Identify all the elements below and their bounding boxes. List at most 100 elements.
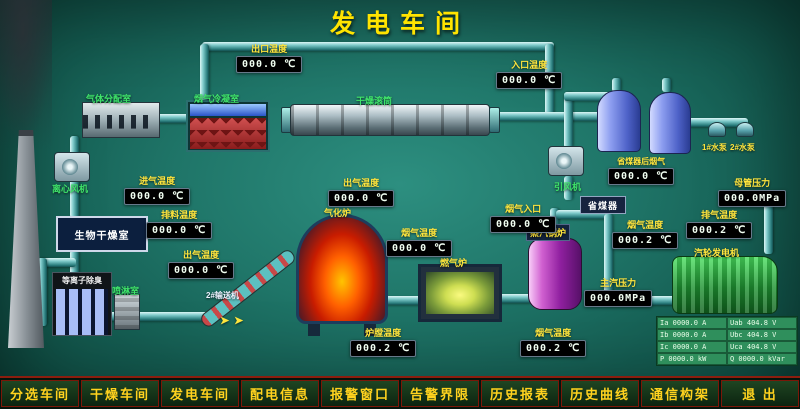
turbine-generator bbox=[672, 256, 778, 314]
gauge-value: 000.0MPa bbox=[718, 190, 787, 207]
drying-drum bbox=[290, 104, 490, 136]
menu-alarm-limits[interactable]: 告警界限 bbox=[401, 380, 479, 407]
centrifugal-fan bbox=[54, 152, 90, 182]
pipe bbox=[612, 78, 621, 92]
pipe bbox=[486, 112, 604, 121]
gauge-outlet-temp: 出口温度 000.0 ℃ bbox=[236, 42, 303, 73]
gauge-label: 出气温度 bbox=[343, 178, 380, 188]
gauge-label: 省煤器后烟气 bbox=[617, 157, 666, 166]
gauge-value: 000.2 ℃ bbox=[686, 222, 753, 239]
gauge-main-steam-pressure: 主汽压力 000.0MPa bbox=[584, 276, 653, 307]
gauge-value: 000.0 ℃ bbox=[236, 56, 303, 73]
pipe bbox=[564, 176, 573, 200]
gauge-boiler-flue-temp: 烟气温度 000.2 ℃ bbox=[520, 326, 587, 357]
gauge-value: 000.0MPa bbox=[584, 290, 653, 307]
bottom-menu-bar: 分选车间 干燥车间 发电车间 配电信息 报警窗口 告警界限 历史报表 历史曲线 … bbox=[0, 376, 800, 409]
gauge-label: 排料温度 bbox=[161, 210, 198, 220]
drum-end-cap bbox=[489, 107, 500, 133]
pipe bbox=[152, 114, 192, 123]
menu-history-curve[interactable]: 历史曲线 bbox=[561, 380, 639, 407]
menu-power-distribution-info[interactable]: 配电信息 bbox=[241, 380, 319, 407]
gauge-label: 出口温度 bbox=[251, 44, 288, 54]
pipe bbox=[564, 92, 610, 101]
pipe bbox=[384, 296, 424, 305]
menu-drying-workshop[interactable]: 干燥车间 bbox=[81, 380, 159, 407]
water-tank-2 bbox=[649, 92, 691, 154]
conveyor-label: 2#输送机 bbox=[206, 291, 239, 300]
bio-drying-room: 生物干燥室 bbox=[56, 216, 148, 252]
page-title: 发电车间 bbox=[329, 10, 470, 38]
gasification-furnace bbox=[296, 214, 388, 324]
water-pump-1 bbox=[708, 122, 726, 137]
water-tank-1 bbox=[597, 90, 641, 152]
pipe bbox=[764, 192, 773, 254]
gauge-value: 000.0 ℃ bbox=[328, 190, 395, 207]
gauge-value: 000.2 ℃ bbox=[612, 232, 679, 249]
condenser-water-jacket bbox=[190, 104, 266, 116]
table-cell: Ia 0000.0 A bbox=[657, 317, 727, 329]
gauge-label: 炉膛温度 bbox=[365, 328, 402, 338]
chimney bbox=[8, 130, 44, 348]
chimney-smoke bbox=[0, 0, 52, 150]
id-fan-label: 引风机 bbox=[554, 182, 582, 192]
pipe bbox=[604, 214, 613, 304]
table-cell: Ubc 404.8 V bbox=[727, 329, 797, 341]
menu-communication[interactable]: 通信构架 bbox=[641, 380, 719, 407]
table-cell: Ib 0000.0 A bbox=[657, 329, 727, 341]
induced-draft-fan bbox=[548, 146, 584, 176]
fan-inlet-icon bbox=[62, 159, 78, 175]
gauge-hearth-temp: 炉膛温度 000.2 ℃ bbox=[350, 326, 417, 357]
drying-drum-label: 干燥滚筒 bbox=[356, 96, 393, 106]
gauge-label: 烟气温度 bbox=[401, 228, 438, 238]
table-cell: Uca 404.8 V bbox=[727, 341, 797, 353]
pipe bbox=[38, 258, 47, 326]
menu-power-workshop[interactable]: 发电车间 bbox=[161, 380, 239, 407]
gauge-value: 000.0 ℃ bbox=[146, 222, 213, 239]
pump-2-label: 2#水泵 bbox=[730, 143, 755, 152]
table-cell: P 0000.0 kW bbox=[657, 353, 727, 365]
plasma-deodorizer-label: 等离子除臭 bbox=[62, 276, 102, 285]
table-cell: Uab 404.8 V bbox=[727, 317, 797, 329]
pipe bbox=[564, 92, 573, 148]
fan-inlet-icon bbox=[556, 153, 572, 169]
table-cell: Q 0000.0 kVar bbox=[727, 353, 797, 365]
spray-room-label: 喷淋室 bbox=[112, 286, 140, 296]
pipe bbox=[38, 258, 76, 267]
gauge-exhaust-temp: 排气温度 000.2 ℃ bbox=[686, 208, 753, 239]
gauge-label: 烟气温度 bbox=[627, 220, 664, 230]
turbine-generator-label: 汽轮发电机 bbox=[694, 248, 740, 258]
pipe bbox=[498, 294, 532, 303]
flow-arrow-icon: ➤ bbox=[234, 315, 244, 327]
gauge-flue-temp-center: 烟气温度 000.0 ℃ bbox=[386, 226, 453, 257]
pipe bbox=[662, 78, 671, 92]
plasma-deodorizer: 等离子除臭 bbox=[52, 272, 112, 336]
gasifier-leg bbox=[308, 324, 320, 336]
condenser-label: 烟气冷凝室 bbox=[194, 94, 240, 104]
furnace-flame bbox=[426, 272, 494, 314]
gauge-outgas-temp-center: 出气温度 000.0 ℃ bbox=[328, 176, 395, 207]
flow-arrow-icon: ➤ bbox=[220, 315, 230, 327]
gauge-flue-inlet-temp: 烟气入口 000.0 ℃ bbox=[490, 202, 557, 233]
gauge-label: 主汽压力 bbox=[600, 278, 637, 288]
gauge-value: 000.0 ℃ bbox=[490, 216, 557, 233]
gauge-label: 进气温度 bbox=[139, 176, 176, 186]
gauge-value: 000.0 ℃ bbox=[496, 72, 563, 89]
menu-exit[interactable]: 退 出 bbox=[721, 380, 799, 407]
gauge-value: 000.2 ℃ bbox=[350, 340, 417, 357]
pipe bbox=[200, 44, 209, 100]
gauge-discharge-temp: 排料温度 000.0 ℃ bbox=[146, 208, 213, 239]
menu-history-report[interactable]: 历史报表 bbox=[481, 380, 559, 407]
gas-furnace bbox=[418, 264, 502, 322]
gauge-value: 000.2 ℃ bbox=[520, 340, 587, 357]
gas-distribution-unit bbox=[82, 102, 160, 138]
menu-sorting-workshop[interactable]: 分选车间 bbox=[1, 380, 79, 407]
table-cell: Ic 0000.0 A bbox=[657, 341, 727, 353]
menu-alarm-window[interactable]: 报警窗口 bbox=[321, 380, 399, 407]
gauge-value: 000.0 ℃ bbox=[608, 168, 675, 185]
centrifugal-fan-label: 离心风机 bbox=[52, 184, 89, 194]
gauge-label: 母管压力 bbox=[734, 178, 771, 188]
gauge-label: 入口温度 bbox=[511, 60, 548, 70]
generator-readings-table: Ia 0000.0 A Uab 404.8 V Ib 0000.0 A Ubc … bbox=[656, 316, 798, 366]
gauge-label: 烟气入口 bbox=[505, 204, 542, 214]
